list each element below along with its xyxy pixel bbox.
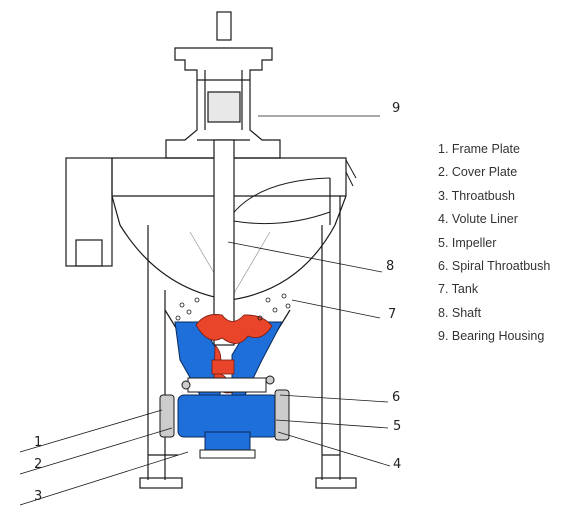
base-foot-left (139, 477, 183, 489)
legend-item: 3. Throatbush (438, 188, 515, 203)
callout-5: 5 (393, 419, 401, 434)
callout-4: 4 (393, 457, 401, 472)
frame-plate (159, 375, 290, 459)
leader-8 (227, 241, 383, 273)
legend-item: 7. Tank (438, 282, 479, 297)
leader-2 (19, 427, 173, 475)
callout-numbers: 9 8 7 6 5 4 1 2 3 (34, 101, 401, 504)
legend-item: 9. Bearing Housing (438, 329, 545, 344)
callout-6: 6 (392, 390, 400, 405)
side-box (65, 157, 113, 267)
shaft (213, 139, 235, 346)
leader-1 (19, 409, 163, 453)
leader-lines (19, 115, 391, 506)
leader-7 (291, 299, 381, 319)
callout-7: 7 (388, 307, 396, 322)
callout-1: 1 (34, 435, 42, 450)
parts-legend: 1. Frame Plate 2. Cover Plate 3. Throatb… (438, 140, 550, 351)
callout-2: 2 (34, 457, 42, 472)
callout-8: 8 (386, 259, 394, 274)
leader-3 (19, 451, 189, 506)
shaft-top-stub (216, 11, 232, 41)
callout-9: 9 (392, 101, 400, 116)
leader-4 (277, 431, 391, 467)
volute-casing-blue (177, 394, 279, 438)
leader-6 (279, 394, 389, 403)
legend-item: 4. Volute Liner (438, 212, 518, 227)
pump-outline (65, 11, 357, 489)
legend-item: 6. Spiral Throatbush (438, 258, 551, 273)
legend-item: 8. Shaft (438, 305, 482, 320)
legend-item: 5. Impeller (438, 235, 497, 250)
legend-item: 2. Cover Plate (438, 165, 518, 180)
legend-item: 1. Frame Plate (438, 142, 520, 156)
leader-5 (275, 419, 389, 429)
callout-3: 3 (34, 489, 42, 504)
bubbles (175, 293, 291, 321)
base-foot-right (315, 477, 357, 489)
